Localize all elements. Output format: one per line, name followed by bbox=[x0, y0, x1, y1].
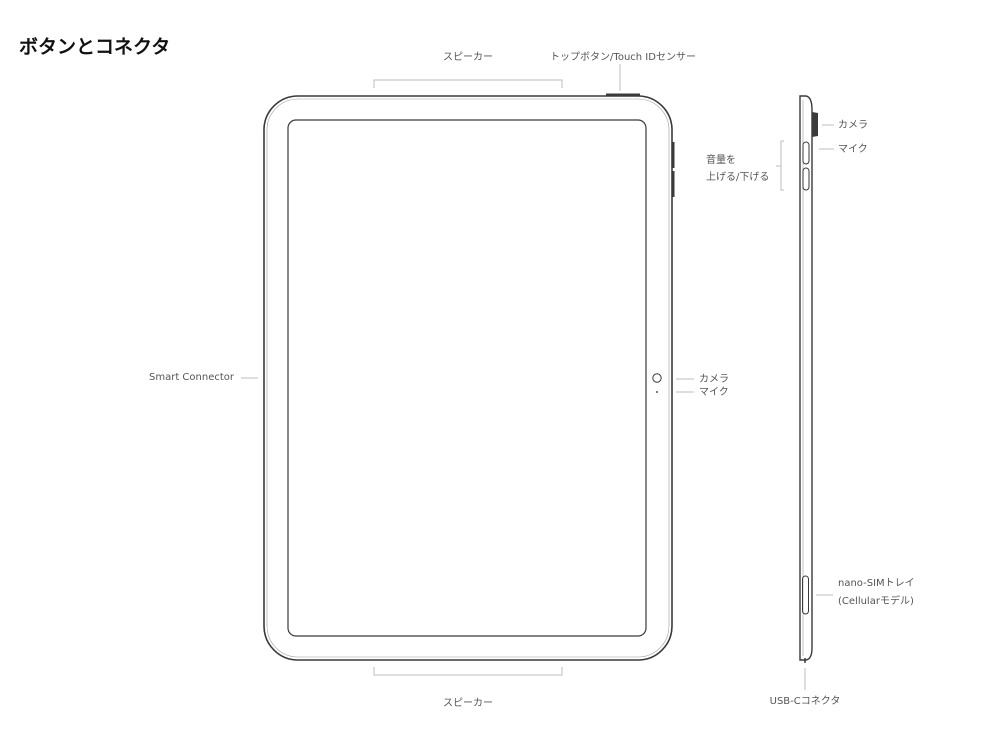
label-volume-line1: 音量を bbox=[706, 155, 736, 166]
ipad-front-view bbox=[263, 93, 675, 661]
label-smart-connector: Smart Connector bbox=[148, 372, 234, 383]
ipad-side-body bbox=[799, 95, 813, 661]
page-title: ボタンとコネクタ bbox=[19, 36, 171, 58]
label-volume-line2: 上げる/下げる bbox=[706, 172, 770, 183]
leader-lines bbox=[241, 64, 834, 690]
label-top-button: トップボタン/Touch IDセンサー bbox=[550, 52, 696, 63]
label-camera-side: カメラ bbox=[838, 120, 868, 131]
label-usb-c: USB-Cコネクタ bbox=[769, 696, 841, 707]
label-speaker-top: スピーカー bbox=[443, 52, 493, 63]
ipad-side-view bbox=[799, 95, 818, 663]
top-button-icon bbox=[606, 93, 640, 96]
volume-up-button-icon bbox=[672, 142, 675, 168]
volume-down-button-icon bbox=[672, 171, 675, 197]
nano-sim-tray-icon bbox=[802, 575, 809, 615]
side-volume-up-icon bbox=[802, 141, 810, 165]
label-mic-front: マイク bbox=[699, 387, 729, 398]
label-speaker-bottom: スピーカー bbox=[443, 698, 493, 709]
front-camera-icon bbox=[652, 373, 662, 383]
ipad-front-body bbox=[263, 95, 673, 661]
label-camera-front: カメラ bbox=[699, 374, 729, 385]
label-mic-side: マイク bbox=[838, 144, 868, 155]
side-volume-down-icon bbox=[802, 167, 810, 191]
front-mic-icon bbox=[656, 391, 658, 393]
ipad-front-inner-edge bbox=[266, 98, 670, 658]
label-nano-sim-line1: nano-SIMトレイ bbox=[838, 578, 915, 589]
label-nano-sim-line2: (Cellularモデル) bbox=[838, 596, 914, 607]
side-camera-bump-icon bbox=[812, 112, 818, 137]
ipad-screen bbox=[287, 119, 647, 637]
